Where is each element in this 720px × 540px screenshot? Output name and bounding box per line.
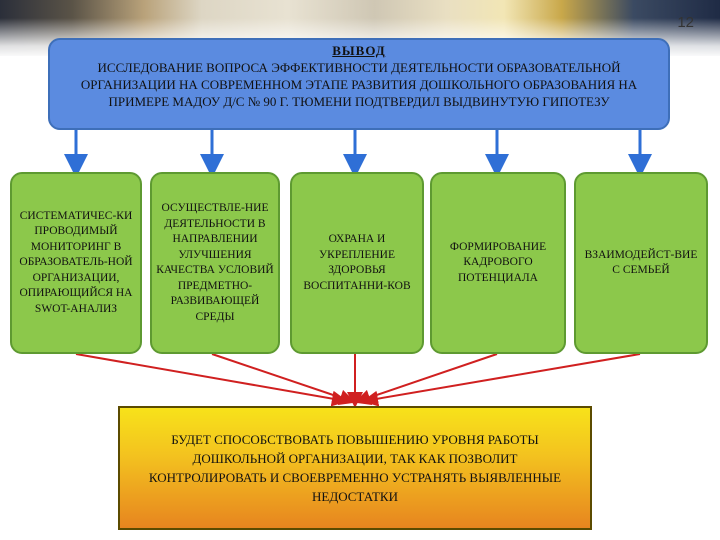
factor-card-family: ВЗАИМОДЕЙСТ-ВИЕ С СЕМЬЕЙ xyxy=(574,172,708,354)
arrow-from-factor-4 xyxy=(354,353,498,405)
factor-card-text: СИСТЕМАТИЧЕС-КИ ПРОВОДИМЫЙ МОНИТОРИНГ В … xyxy=(19,209,133,315)
page-number: 12 xyxy=(677,14,694,31)
arrow-from-factor-1 xyxy=(75,353,348,407)
conclusion-heading: ВЫВОД xyxy=(332,43,386,58)
conclusion-text: ИССЛЕДОВАНИЕ ВОПРОСА ЭФФЕКТИВНОСТИ ДЕЯТЕ… xyxy=(80,60,638,109)
result-text: БУДЕТ СПОСОБСТВОВАТЬ ПОВЫШЕНИЮ УРОВНЯ РА… xyxy=(148,432,562,504)
arrow-from-factor-5 xyxy=(362,353,641,407)
factor-card-health: ОХРАНА И УКРЕПЛЕНИЕ ЗДОРОВЬЯ ВОСПИТАННИ-… xyxy=(290,172,424,354)
conclusion-box: ВЫВОД ИССЛЕДОВАНИЕ ВОПРОСА ЭФФЕКТИВНОСТИ… xyxy=(48,38,670,130)
result-box: БУДЕТ СПОСОБСТВОВАТЬ ПОВЫШЕНИЮ УРОВНЯ РА… xyxy=(118,406,592,530)
factor-card-text: ОСУЩЕСТВЛЕ-НИЕ ДЕЯТЕЛЬНОСТИ В НАПРАВЛЕНИ… xyxy=(156,202,274,323)
factor-card-text: ВЗАИМОДЕЙСТ-ВИЕ С СЕМЬЕЙ xyxy=(584,248,698,277)
arrow-from-factor-2 xyxy=(211,353,356,406)
factor-card-text: ФОРМИРОВАНИЕ КАДРОВОГО ПОТЕНЦИАЛА xyxy=(449,240,547,284)
factor-card-environment: ОСУЩЕСТВЛЕ-НИЕ ДЕЯТЕЛЬНОСТИ В НАПРАВЛЕНИ… xyxy=(150,172,280,354)
factor-card-staff: ФОРМИРОВАНИЕ КАДРОВОГО ПОТЕНЦИАЛА xyxy=(430,172,566,354)
factor-card-monitoring: СИСТЕМАТИЧЕС-КИ ПРОВОДИМЫЙ МОНИТОРИНГ В … xyxy=(10,172,142,354)
factor-card-text: ОХРАНА И УКРЕПЛЕНИЕ ЗДОРОВЬЯ ВОСПИТАННИ-… xyxy=(303,233,411,292)
